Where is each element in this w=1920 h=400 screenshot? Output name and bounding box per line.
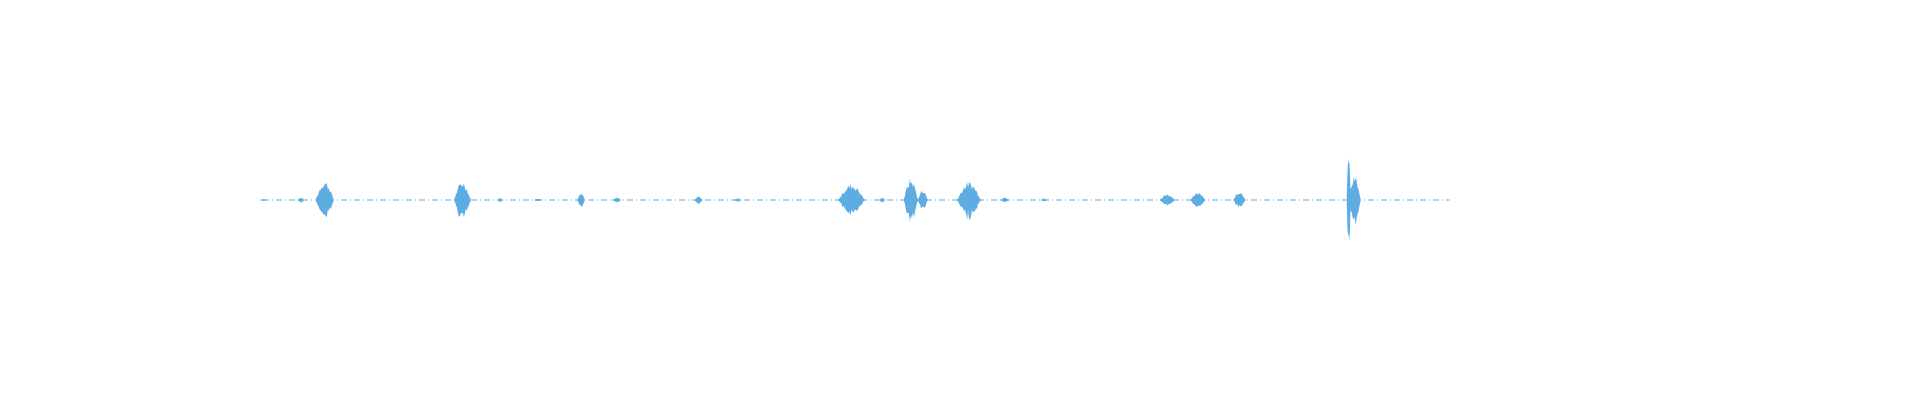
waveform-burst — [734, 198, 741, 202]
waveform-burst — [1233, 193, 1246, 208]
waveform-burst — [298, 197, 304, 203]
waveform-burst — [498, 198, 503, 203]
waveform-burst — [1001, 197, 1009, 202]
waveform-burst — [260, 199, 266, 201]
waveform-burst — [1160, 194, 1175, 206]
waveform-burst — [1041, 198, 1047, 202]
waveform-burst — [454, 183, 471, 218]
waveform-burst — [534, 198, 542, 202]
waveform-burst — [838, 184, 865, 216]
waveform-burst — [612, 197, 621, 203]
waveform-burst — [1190, 193, 1206, 207]
waveform-burst — [918, 190, 928, 209]
waveform-bursts — [260, 158, 1361, 242]
waveform-burst — [577, 193, 585, 207]
waveform-burst — [880, 197, 885, 203]
waveform-burst — [315, 183, 334, 218]
waveform-burst — [694, 196, 703, 204]
waveform-burst — [903, 178, 918, 222]
waveform-burst — [957, 182, 981, 221]
waveform-burst — [1348, 176, 1361, 226]
